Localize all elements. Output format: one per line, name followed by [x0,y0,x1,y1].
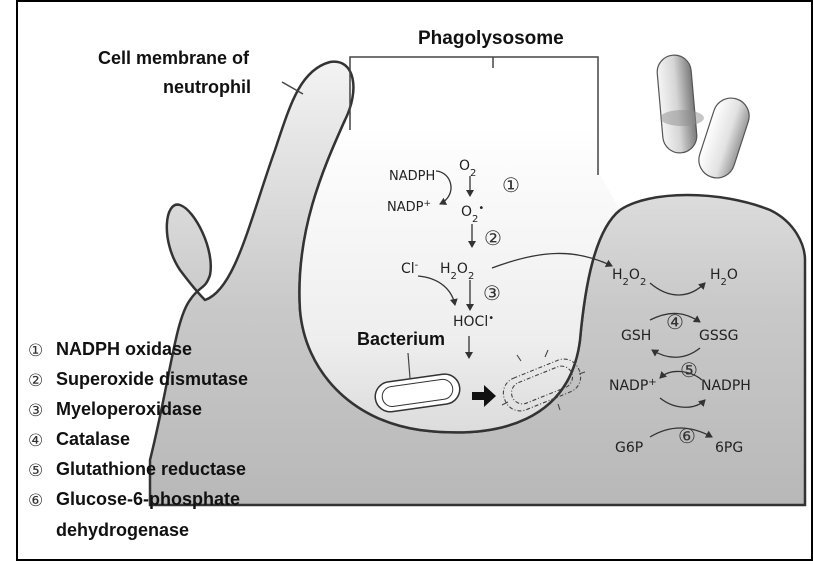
h2o-label: H2O [710,267,738,288]
phagolysosome-vacuole [299,120,620,433]
gsh-label: GSH [621,328,651,344]
phagolysosome-membrane [298,119,621,434]
legend-marker: ③ [28,401,43,421]
h2o2-right-label: H2O2 [612,267,646,288]
o2-label: O2 [459,158,476,179]
lysed-bacterium-icon [501,349,586,412]
nadph-to-nadp-arrow [659,370,703,381]
membrane-leader-line [281,81,304,95]
chloride-arrow [417,275,458,306]
step-1-marker: ① [502,173,520,197]
gssg-reduction-arrow [651,347,701,358]
bacterium-leader-line [407,352,411,379]
legend-item: ⑤ Glutathione reductase [28,459,246,481]
h2o2-transfer-arrow [491,252,613,269]
kill-arrow-icon [472,385,496,407]
legend-item: ⑥ Glucose-6-phosphate [28,489,240,511]
legend-item: ② Superoxide dismutase [28,369,248,391]
legend-marker: ⑥ [28,491,43,511]
legend-text: NADPH oxidase [56,339,192,359]
legend-text: Glucose-6-phosphate [56,489,240,509]
phagolysosome-label: Phagolysosome [418,28,564,49]
step-5-marker: ⑤ [680,358,698,382]
6pg-label: 6PG [715,440,743,456]
bacteria-pills-icon [656,54,750,179]
legend-item: ③ Myeloperoxidase [28,399,202,421]
cell-membrane-label-line1: Cell membrane of [98,48,250,68]
legend-item: ④ Catalase [28,429,130,451]
hocl-label: HOCl• [453,313,494,331]
cell-membrane-label-line2: neutrophil [163,77,251,97]
phagolysosome-bracket [349,56,599,175]
catalase-arrow [649,282,706,296]
legend-text: Superoxide dismutase [56,369,248,389]
nadp-plus-right-label: NADP+ [609,377,657,395]
step-4-marker: ④ [666,310,684,334]
nadph-arrow [435,170,452,205]
legend-item: ① NADPH oxidase [28,339,192,361]
intact-bacterium-icon [374,373,461,413]
enzyme-legend: ① NADPH oxidase ② Superoxide dismutase ③… [28,339,248,540]
nadph-right-label: NADPH [701,378,751,394]
bacterium-label: Bacterium [357,329,445,349]
g6pd-arrow [649,427,713,438]
step-3-marker: ③ [483,281,501,305]
legend-text: Myeloperoxidase [56,399,202,419]
gssg-label: GSSG [699,328,738,344]
legend-text-continuation: dehydrogenase [56,520,189,540]
legend-marker: ⑤ [28,461,43,481]
nadp-plus-label: NADP+ [387,199,431,215]
step-6-marker: ⑥ [678,424,696,448]
nadph-label: NADPH [389,169,435,184]
gsh-oxidation-arrow [649,312,701,323]
chloride-label: Cl- [401,260,419,278]
legend-marker: ② [28,371,43,391]
step-2-marker: ② [484,226,502,250]
legend-marker: ④ [28,431,43,451]
legend-text: Catalase [56,429,130,449]
g6p-label: G6P [615,440,643,456]
nadp-to-nadph-arrow [659,397,706,408]
h2o2-center-label: H2O2 [440,261,474,282]
legend-marker: ① [28,341,43,361]
superoxide-label: O2• [461,203,484,225]
legend-text: Glutathione reductase [56,459,246,479]
